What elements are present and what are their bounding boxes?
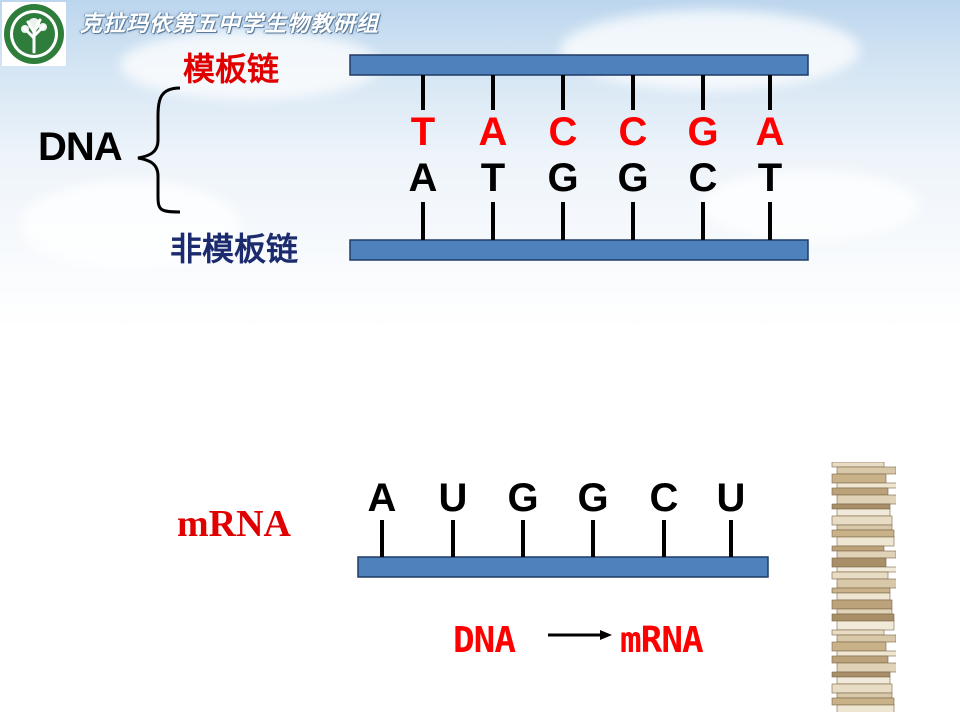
book [831,671,891,678]
book [836,620,895,631]
book [831,629,885,636]
book [831,503,891,510]
coding-base-2: T [480,156,506,200]
mrna-base-1: A [367,476,397,520]
book [831,683,893,694]
template-bond-ticks [421,75,772,110]
book [836,550,896,559]
book [831,487,889,496]
book [836,650,896,657]
non-template-strand-label: 非模板链 [170,230,299,268]
book [836,508,891,517]
book [836,704,895,712]
coding-base-6: T [757,156,783,200]
dna-label: DNA [38,125,123,169]
book [836,592,891,601]
book [831,473,887,484]
tree-emblem-icon [2,2,66,66]
book [831,697,895,706]
mrna-label: mRNA [177,503,291,545]
book [836,608,893,615]
book [831,655,889,664]
book [836,494,896,505]
book [836,524,893,531]
book [836,482,896,489]
cloud [700,170,920,240]
book [836,566,896,573]
header-title: 克拉玛依第五中学生物教研组 [80,11,380,37]
template-base-3: C [548,110,578,154]
book [831,571,889,580]
coding-base-5: C [688,156,718,200]
book [831,613,895,622]
cloud [20,180,240,270]
book [831,557,887,568]
book-stack-icon [831,462,896,712]
mrna-strand-bar [357,556,769,578]
book [831,462,885,468]
book [831,641,887,652]
template-strand-label: 模板链 [183,50,280,88]
flow-from-label: DNA [453,620,516,661]
book [831,515,893,526]
template-base-5: G [687,110,719,154]
cloud [120,30,380,100]
book [831,545,885,552]
template-base-1: T [410,110,436,154]
coding-bond-ticks [421,202,772,240]
template-base-6: A [755,110,785,154]
coding-base-3: G [547,156,579,200]
mrna-base-4: G [577,476,609,520]
flow-arrow-head [600,630,612,640]
book [836,466,896,475]
book [836,676,891,685]
book [836,536,895,547]
template-base-4: C [618,110,648,154]
non-template-strand-bar [349,239,809,261]
curly-brace [137,86,181,214]
flow-to-label: mRNA [620,620,704,661]
book [831,587,891,594]
template-base-2: A [478,110,508,154]
book [836,578,896,589]
coding-base-1: A [408,156,438,200]
book [836,692,893,699]
mrna-base-5: C [649,476,679,520]
mrna-bond-ticks [380,520,733,557]
mrna-base-3: G [507,476,539,520]
coding-base-4: G [617,156,649,200]
cloud [560,10,860,90]
book [831,599,893,610]
mrna-base-6: U [716,476,746,520]
book [831,529,895,538]
template-strand-bar [349,54,809,76]
book [836,662,896,673]
book [836,634,896,643]
mrna-base-2: U [438,476,468,520]
